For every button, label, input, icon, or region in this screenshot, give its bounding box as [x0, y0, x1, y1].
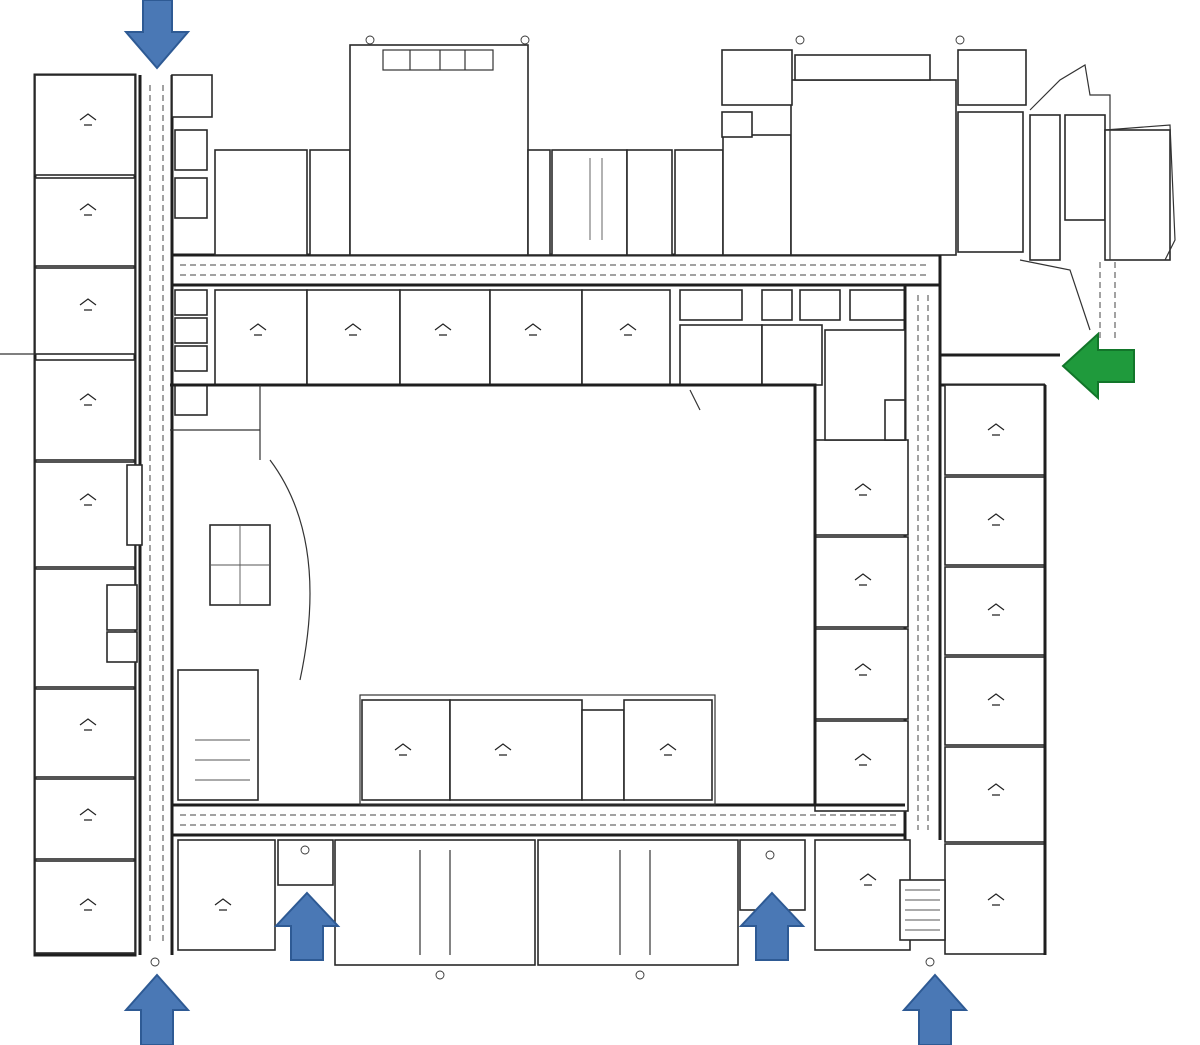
arrow-down-icon: [123, 0, 191, 70]
courtyard: [170, 383, 817, 805]
kitchen: [722, 134, 792, 256]
classroom: [814, 628, 909, 720]
cafeteria: [790, 79, 957, 256]
classroom: [944, 656, 1046, 746]
classroom: [581, 289, 671, 386]
classroom: [34, 359, 136, 461]
east-wing: [814, 255, 1116, 955]
classroom: [306, 289, 401, 386]
gymnasium: [349, 44, 529, 256]
classroom: [944, 843, 1046, 955]
arrow-left-icon: [1061, 331, 1135, 401]
classroom: [449, 699, 583, 801]
classroom: [814, 839, 911, 951]
classroom: [489, 289, 583, 386]
classroom: [814, 439, 909, 536]
classroom: [361, 699, 451, 801]
arrow-up-icon: [273, 891, 341, 961]
classroom: [177, 839, 276, 951]
classroom: [623, 699, 713, 801]
classroom: [944, 384, 1046, 476]
arrow-up-icon: [738, 891, 806, 961]
restroom-block: [334, 839, 536, 966]
classroom: [34, 177, 136, 267]
classroom: [34, 267, 136, 355]
west-wing: [0, 73, 213, 957]
classroom: [944, 566, 1046, 656]
classroom: [34, 860, 136, 954]
classroom: [944, 476, 1046, 566]
arrow-up-icon: [123, 973, 191, 1045]
classroom: [34, 778, 136, 860]
auditorium-stage-curve: [269, 459, 311, 681]
exit-arrows: [123, 0, 1135, 1045]
classroom: [34, 461, 136, 568]
arrow-up-icon: [901, 973, 969, 1045]
classroom: [34, 688, 136, 778]
office: [214, 149, 308, 256]
classroom: [214, 289, 308, 386]
classroom: [814, 720, 909, 812]
restroom-block: [537, 839, 739, 966]
classroom: [814, 536, 909, 628]
north-wing: [172, 44, 1176, 386]
room-fixtures: [79, 35, 1005, 980]
classroom: [399, 289, 491, 386]
